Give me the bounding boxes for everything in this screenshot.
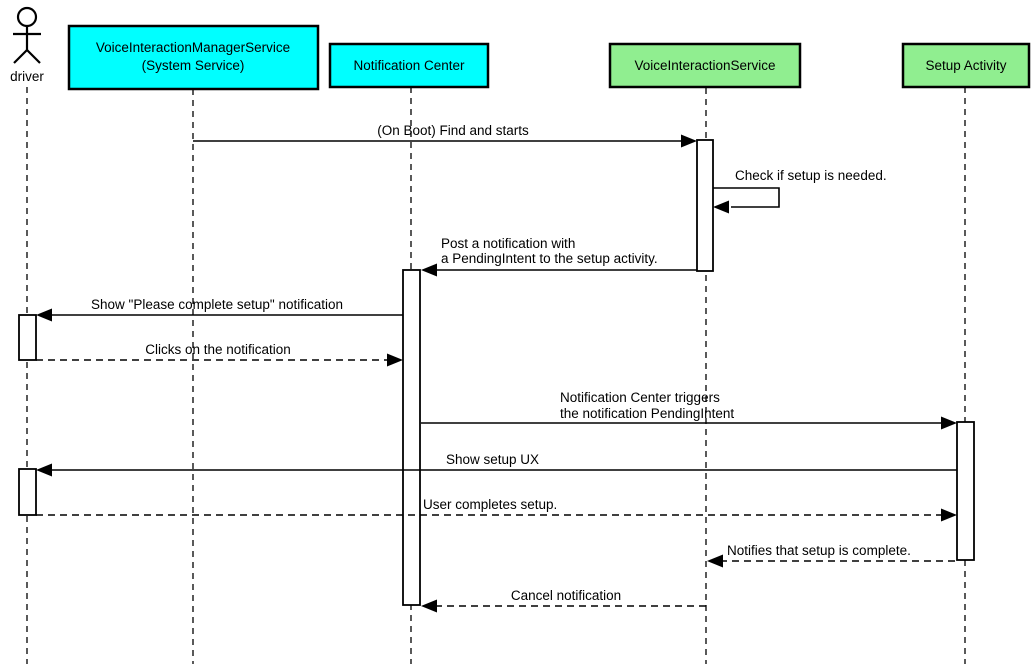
message-user-completes-setup: User completes setup. bbox=[36, 497, 957, 522]
arrow-left-icon bbox=[421, 263, 437, 277]
arrow-left-icon bbox=[707, 554, 723, 568]
actor-leg-right-icon bbox=[26, 49, 41, 64]
activation-driver-2 bbox=[18, 468, 37, 516]
message-label: User completes setup. bbox=[423, 497, 557, 512]
arrow-right-icon bbox=[387, 353, 403, 367]
actor-leg-left-icon bbox=[13, 49, 28, 64]
message-cancel-notification: Cancel notification bbox=[421, 588, 706, 613]
message-show-setup-ux: Show setup UX bbox=[36, 452, 957, 477]
arrow-right-icon bbox=[941, 416, 957, 430]
actor-head-icon bbox=[16, 6, 38, 28]
message-label: Notifies that setup is complete. bbox=[727, 543, 911, 558]
activation-bars bbox=[18, 139, 975, 606]
arrow-left-icon bbox=[713, 200, 729, 214]
message-label-line2: the notification PendingIntent bbox=[560, 406, 734, 421]
participant-notification-center: Notification Center bbox=[328, 42, 490, 89]
message-on-boot-find-and-starts: (On Boot) Find and starts bbox=[193, 123, 697, 148]
participant-label-line2: (System Service) bbox=[142, 58, 245, 73]
arrow-right-icon bbox=[941, 508, 957, 522]
participant-label: Notification Center bbox=[353, 58, 465, 73]
participant-label: Setup Activity bbox=[925, 58, 1006, 73]
message-check-if-setup-is-needed: Check if setup is needed. bbox=[713, 168, 887, 214]
message-label: (On Boot) Find and starts bbox=[377, 123, 529, 138]
message-label: Show setup UX bbox=[446, 452, 539, 467]
participant-setup-activity: Setup Activity bbox=[901, 42, 1031, 89]
participant-voice-interaction-service: VoiceInteractionService bbox=[608, 42, 802, 89]
message-post-a-notification: Post a notification with a PendingIntent… bbox=[421, 236, 697, 277]
participant-label-line1: VoiceInteractionManagerService bbox=[96, 40, 290, 55]
message-label: Show "Please complete setup" notificatio… bbox=[91, 297, 343, 312]
message-label-line2: a PendingIntent to the setup activity. bbox=[441, 251, 658, 266]
arrow-left-icon bbox=[36, 308, 52, 322]
activation-voice-interaction-service bbox=[696, 139, 714, 272]
participant-box-voice-interaction-manager-service bbox=[67, 24, 320, 91]
activation-driver-1 bbox=[18, 314, 37, 361]
message-clicks-on-the-notification: Clicks on the notification bbox=[36, 342, 403, 367]
message-notification-center-triggers-pendingintent: Notification Center triggers the notific… bbox=[421, 390, 957, 430]
message-label-line1: Post a notification with bbox=[441, 236, 575, 251]
message-notifies-that-setup-is-complete: Notifies that setup is complete. bbox=[707, 543, 955, 568]
message-label: Check if setup is needed. bbox=[735, 168, 887, 183]
participant-label: VoiceInteractionService bbox=[634, 58, 775, 73]
message-show-please-complete-setup-notification: Show "Please complete setup" notificatio… bbox=[36, 297, 403, 322]
arrow-left-icon bbox=[421, 599, 437, 613]
arrow-left-icon bbox=[36, 463, 52, 477]
activation-setup-activity bbox=[956, 421, 975, 561]
actor-label: driver bbox=[10, 69, 44, 84]
activation-notification-center bbox=[402, 269, 421, 606]
actor-driver: driver bbox=[10, 6, 44, 84]
message-label: Cancel notification bbox=[511, 588, 621, 603]
message-label: Clicks on the notification bbox=[145, 342, 291, 357]
participant-box-setup-activity bbox=[901, 42, 1031, 89]
participant-box-voice-interaction-service bbox=[608, 42, 802, 89]
arrow-right-icon bbox=[681, 134, 697, 148]
participant-voice-interaction-manager-service: VoiceInteractionManagerService (System S… bbox=[67, 24, 320, 91]
self-message-line bbox=[713, 187, 780, 208]
participant-box-notification-center bbox=[328, 42, 490, 89]
message-label-line1: Notification Center triggers bbox=[560, 390, 720, 405]
